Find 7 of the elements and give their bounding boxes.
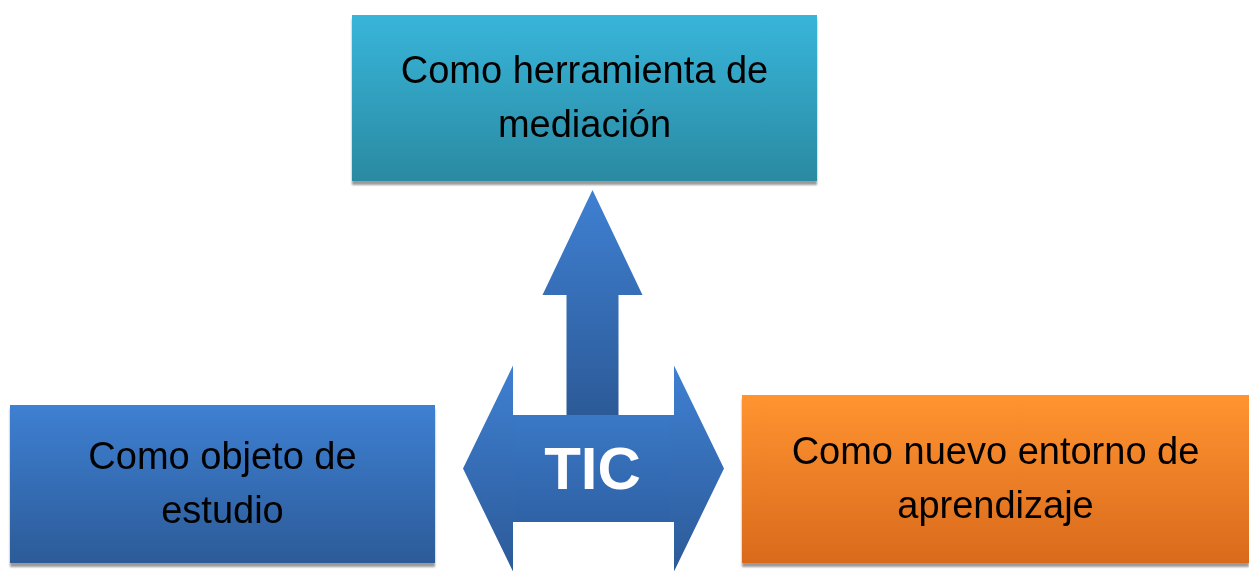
process-box: Como herramienta de mediación xyxy=(352,15,817,181)
process-box: Como nuevo entorno de aprendizaje xyxy=(742,395,1249,563)
block-arrow xyxy=(463,365,515,571)
hub-arrow-body: TIC xyxy=(515,415,670,522)
process-box: Como objeto de estudio xyxy=(10,405,435,563)
block-arrow xyxy=(542,190,643,415)
block-arrow xyxy=(670,365,724,571)
